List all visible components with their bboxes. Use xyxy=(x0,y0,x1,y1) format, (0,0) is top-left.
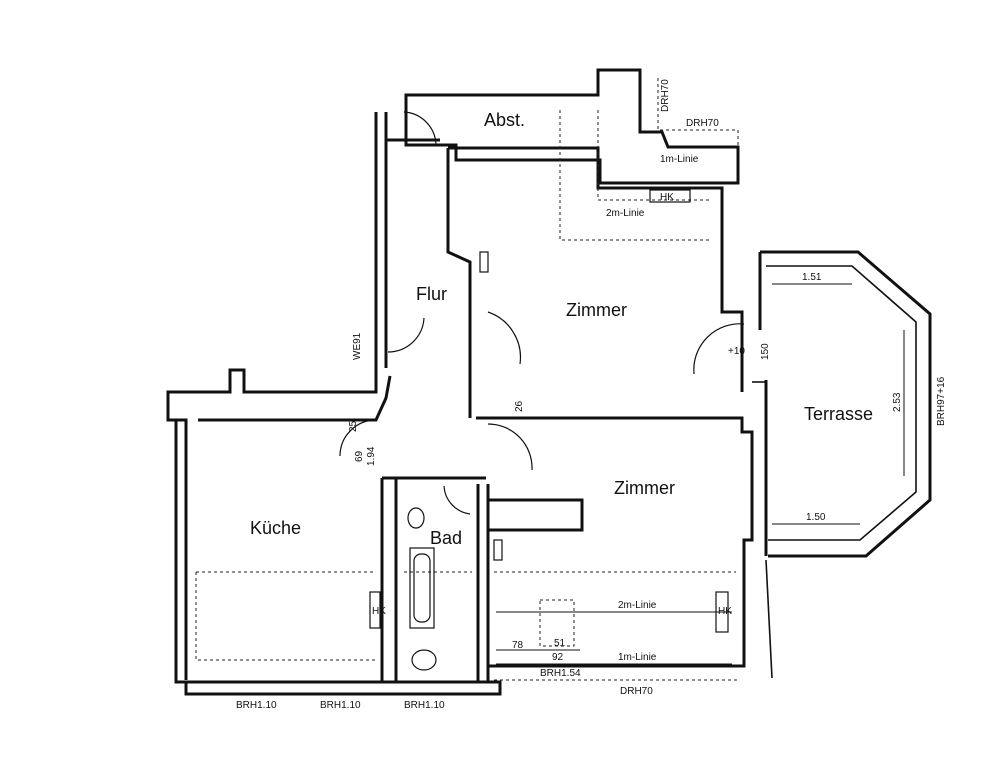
note-25: 25 xyxy=(348,420,359,432)
annotations: DRH70 DRH70 1m-Linie 2m-Linie HK WE91 +1… xyxy=(236,79,947,711)
note-hk-kueche: HK xyxy=(372,606,386,617)
door-entrance xyxy=(387,317,425,353)
note-2m-top: 2m-Linie xyxy=(606,208,645,219)
note-brh110-b: BRH1.10 xyxy=(320,700,361,711)
note-2m-bottom: 2m-Linie xyxy=(618,600,657,611)
note-brh97: BRH97+16 xyxy=(936,376,947,426)
radiator-zimmer xyxy=(715,591,729,633)
label-flur: Flur xyxy=(416,284,447,304)
note-151: 1.51 xyxy=(802,272,822,283)
note-brh110-c: BRH1.10 xyxy=(404,700,445,711)
note-1m-top: 1m-Linie xyxy=(660,154,699,165)
dimension-lines xyxy=(496,283,905,665)
note-plus10: +10 xyxy=(728,346,745,357)
note-brh110-a: BRH1.10 xyxy=(236,700,277,711)
label-zimmer-top: Zimmer xyxy=(566,300,627,320)
room-labels: Abst. Flur Zimmer Zimmer Küche Bad Terra… xyxy=(250,110,873,548)
label-bad: Bad xyxy=(430,528,462,548)
door-terrasse xyxy=(693,323,745,375)
note-26: 26 xyxy=(514,400,525,412)
label-abst: Abst. xyxy=(484,110,525,130)
toilet xyxy=(411,649,437,671)
note-78: 78 xyxy=(512,640,524,651)
door-bad xyxy=(443,485,471,515)
radiator-top xyxy=(649,189,691,203)
radiator-kueche xyxy=(369,591,381,629)
note-253: 2.53 xyxy=(892,392,903,412)
door-zimmer-bottom xyxy=(487,423,533,471)
note-150b: 1.50 xyxy=(806,512,826,523)
door-kueche xyxy=(339,419,377,457)
note-92: 92 xyxy=(552,652,564,663)
note-1m-bottom: 1m-Linie xyxy=(618,652,657,663)
door-zimmer-top xyxy=(487,311,522,365)
height-lines xyxy=(195,78,740,681)
note-194: 1.94 xyxy=(366,446,377,466)
sink xyxy=(407,507,425,529)
note-hk-top: HK xyxy=(660,192,674,203)
note-we91: WE91 xyxy=(352,332,363,360)
fixtures xyxy=(369,189,729,671)
note-51: 51 xyxy=(554,638,566,649)
doors xyxy=(339,111,745,515)
note-brh154: BRH1.54 xyxy=(540,668,581,679)
note-drh70-vertical: DRH70 xyxy=(660,79,671,112)
label-kueche: Küche xyxy=(250,518,301,538)
note-drh70-top: DRH70 xyxy=(686,118,719,129)
note-drh70-bottom: DRH70 xyxy=(620,686,653,697)
note-hk-zimmer: HK xyxy=(718,606,732,617)
note-150: 150 xyxy=(760,343,771,360)
door-abst xyxy=(403,111,437,145)
label-terrasse: Terrasse xyxy=(804,404,873,424)
bathtub xyxy=(409,547,435,629)
note-69: 69 xyxy=(354,450,365,462)
label-zimmer-bottom: Zimmer xyxy=(614,478,675,498)
